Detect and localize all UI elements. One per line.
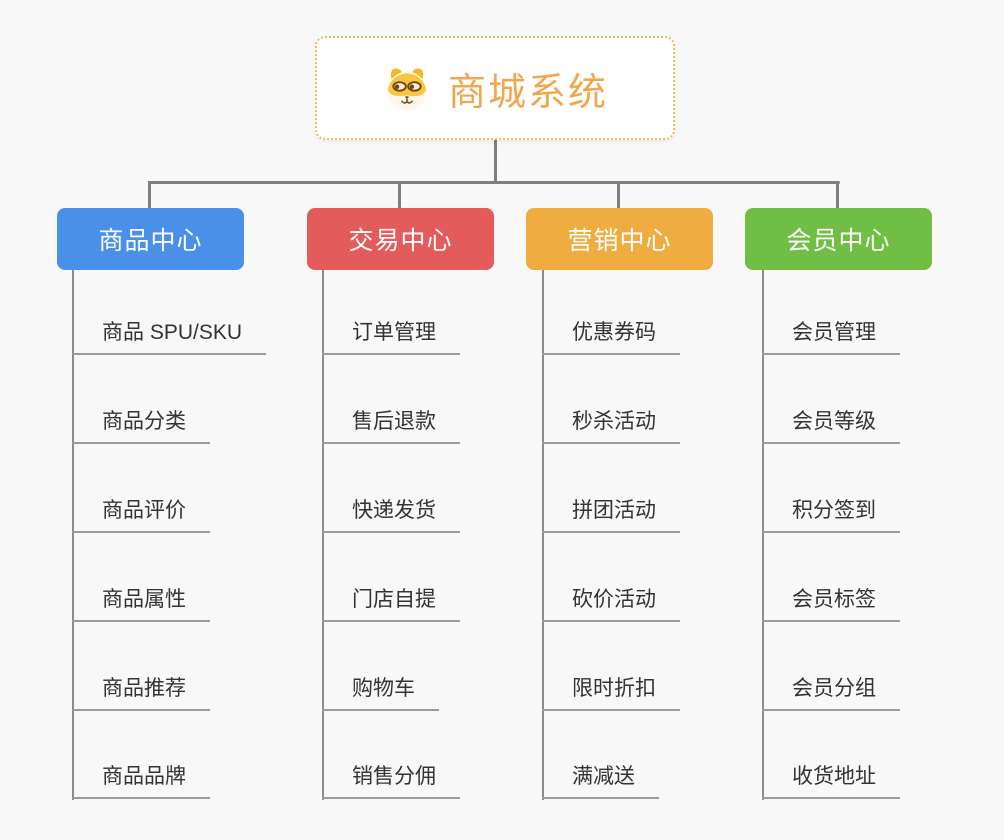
branch-node-trade[interactable]: 交易中心 [307,208,494,270]
leaf-node[interactable]: 商品属性 [72,589,210,622]
leaf-node[interactable]: 限时折扣 [542,678,680,711]
connector-drop [617,181,620,209]
root-title: 商城系统 [447,71,608,114]
leaf-node[interactable]: 门店自提 [322,589,460,622]
leaf-node[interactable]: 订单管理 [322,322,460,355]
leaf-node[interactable]: 商品 SPU/SKU [72,322,267,355]
leaf-node[interactable]: 会员分组 [762,678,900,711]
leaf-node[interactable]: 积分签到 [762,500,900,533]
connector-drop [148,181,151,209]
connector-root-trunk [494,140,497,184]
leaf-node[interactable]: 购物车 [322,678,439,711]
root-node[interactable]: 商城系统 [315,36,675,140]
leaf-node[interactable]: 快递发货 [322,500,460,533]
leaf-node[interactable]: 会员标签 [762,589,900,622]
branch-node-member[interactable]: 会员中心 [745,208,932,270]
dog-face-icon [387,68,427,111]
branch-node-marketing[interactable]: 营销中心 [526,208,713,270]
leaf-node[interactable]: 会员等级 [762,411,900,444]
leaf-node[interactable]: 砍价活动 [542,589,680,622]
leaf-node[interactable]: 销售分佣 [322,766,460,799]
leaf-node[interactable]: 商品分类 [72,411,210,444]
leaf-node[interactable]: 收货地址 [762,766,900,799]
connector-drop [836,181,839,209]
connector-drop [398,181,401,209]
connector-branch-line [72,270,74,800]
leaf-node[interactable]: 商品评价 [72,500,210,533]
leaf-node[interactable]: 满减送 [542,766,659,799]
leaf-node[interactable]: 拼团活动 [542,500,680,533]
connector-branch-line [322,270,324,800]
leaf-node[interactable]: 商品品牌 [72,766,210,799]
leaf-node[interactable]: 商品推荐 [72,678,210,711]
connector-branch-line [762,270,764,800]
connector-bus [148,181,840,184]
leaf-node[interactable]: 会员管理 [762,322,900,355]
leaf-node[interactable]: 秒杀活动 [542,411,680,444]
connector-branch-line [542,270,544,800]
leaf-node[interactable]: 售后退款 [322,411,460,444]
leaf-node[interactable]: 优惠券码 [542,322,680,355]
branch-node-product[interactable]: 商品中心 [57,208,244,270]
